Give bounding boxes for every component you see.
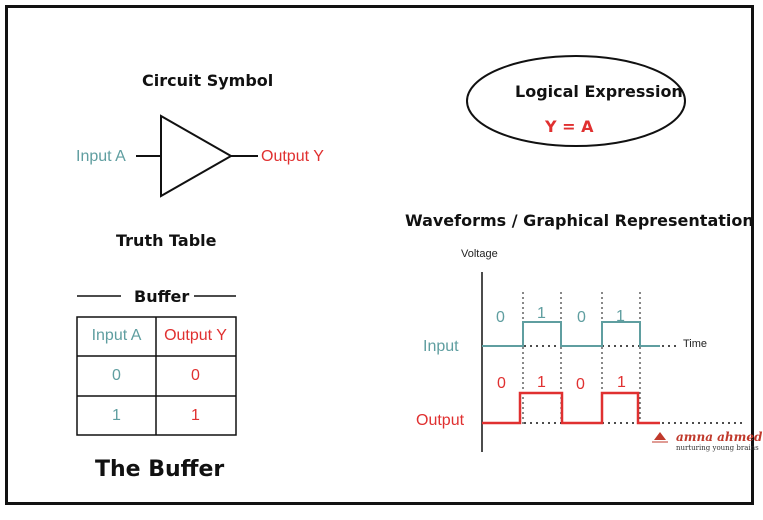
truth-table-caption: Buffer	[134, 287, 190, 306]
output-level-label: 0	[497, 375, 506, 392]
page-title: The Buffer	[95, 457, 225, 482]
logo-name: amna ahmed	[676, 430, 763, 444]
diagram-frame	[5, 5, 754, 505]
input-level-label: 1	[537, 305, 546, 322]
output-level-label: 1	[617, 374, 626, 391]
expression-heading: Logical Expression	[515, 82, 683, 101]
table-cell-input: 1	[112, 407, 121, 424]
input-level-label: 0	[577, 309, 586, 326]
column-header-output: Output Y	[164, 327, 227, 344]
waveforms-heading: Waveforms / Graphical Representation	[405, 211, 754, 230]
table-cell-input: 0	[112, 367, 121, 384]
gate-input-label: Input A	[76, 148, 126, 165]
truth-table-heading: Truth Table	[116, 231, 217, 250]
column-header-input: Input A	[91, 327, 142, 344]
input-level-label: 0	[496, 309, 505, 326]
logo-mark-icon	[652, 432, 668, 443]
circuit-symbol-heading: Circuit Symbol	[142, 71, 274, 90]
logo-tagline: nurturing young brains	[676, 444, 759, 452]
output-waveform-label: Output	[416, 412, 465, 429]
table-cell-output: 1	[191, 407, 200, 424]
table-cell-output: 0	[191, 367, 200, 384]
input-waveform-label: Input	[423, 338, 459, 355]
time-axis-label: Time	[683, 338, 708, 350]
expression-ellipse	[466, 55, 686, 147]
output-waveform	[482, 391, 660, 425]
buffer-gate-symbol	[160, 114, 234, 198]
input-level-label: 1	[616, 308, 625, 325]
truth-table: Input A Output Y 0 0 1 1	[77, 317, 236, 435]
gate-output-label: Output Y	[261, 148, 324, 165]
output-level-label: 0	[576, 376, 585, 393]
voltage-axis-label: Voltage	[461, 248, 498, 260]
output-level-label: 1	[537, 374, 546, 391]
expression-formula: Y = A	[545, 117, 594, 136]
input-waveform	[482, 321, 660, 347]
logo: amna ahmed nurturing young brains	[676, 426, 762, 452]
